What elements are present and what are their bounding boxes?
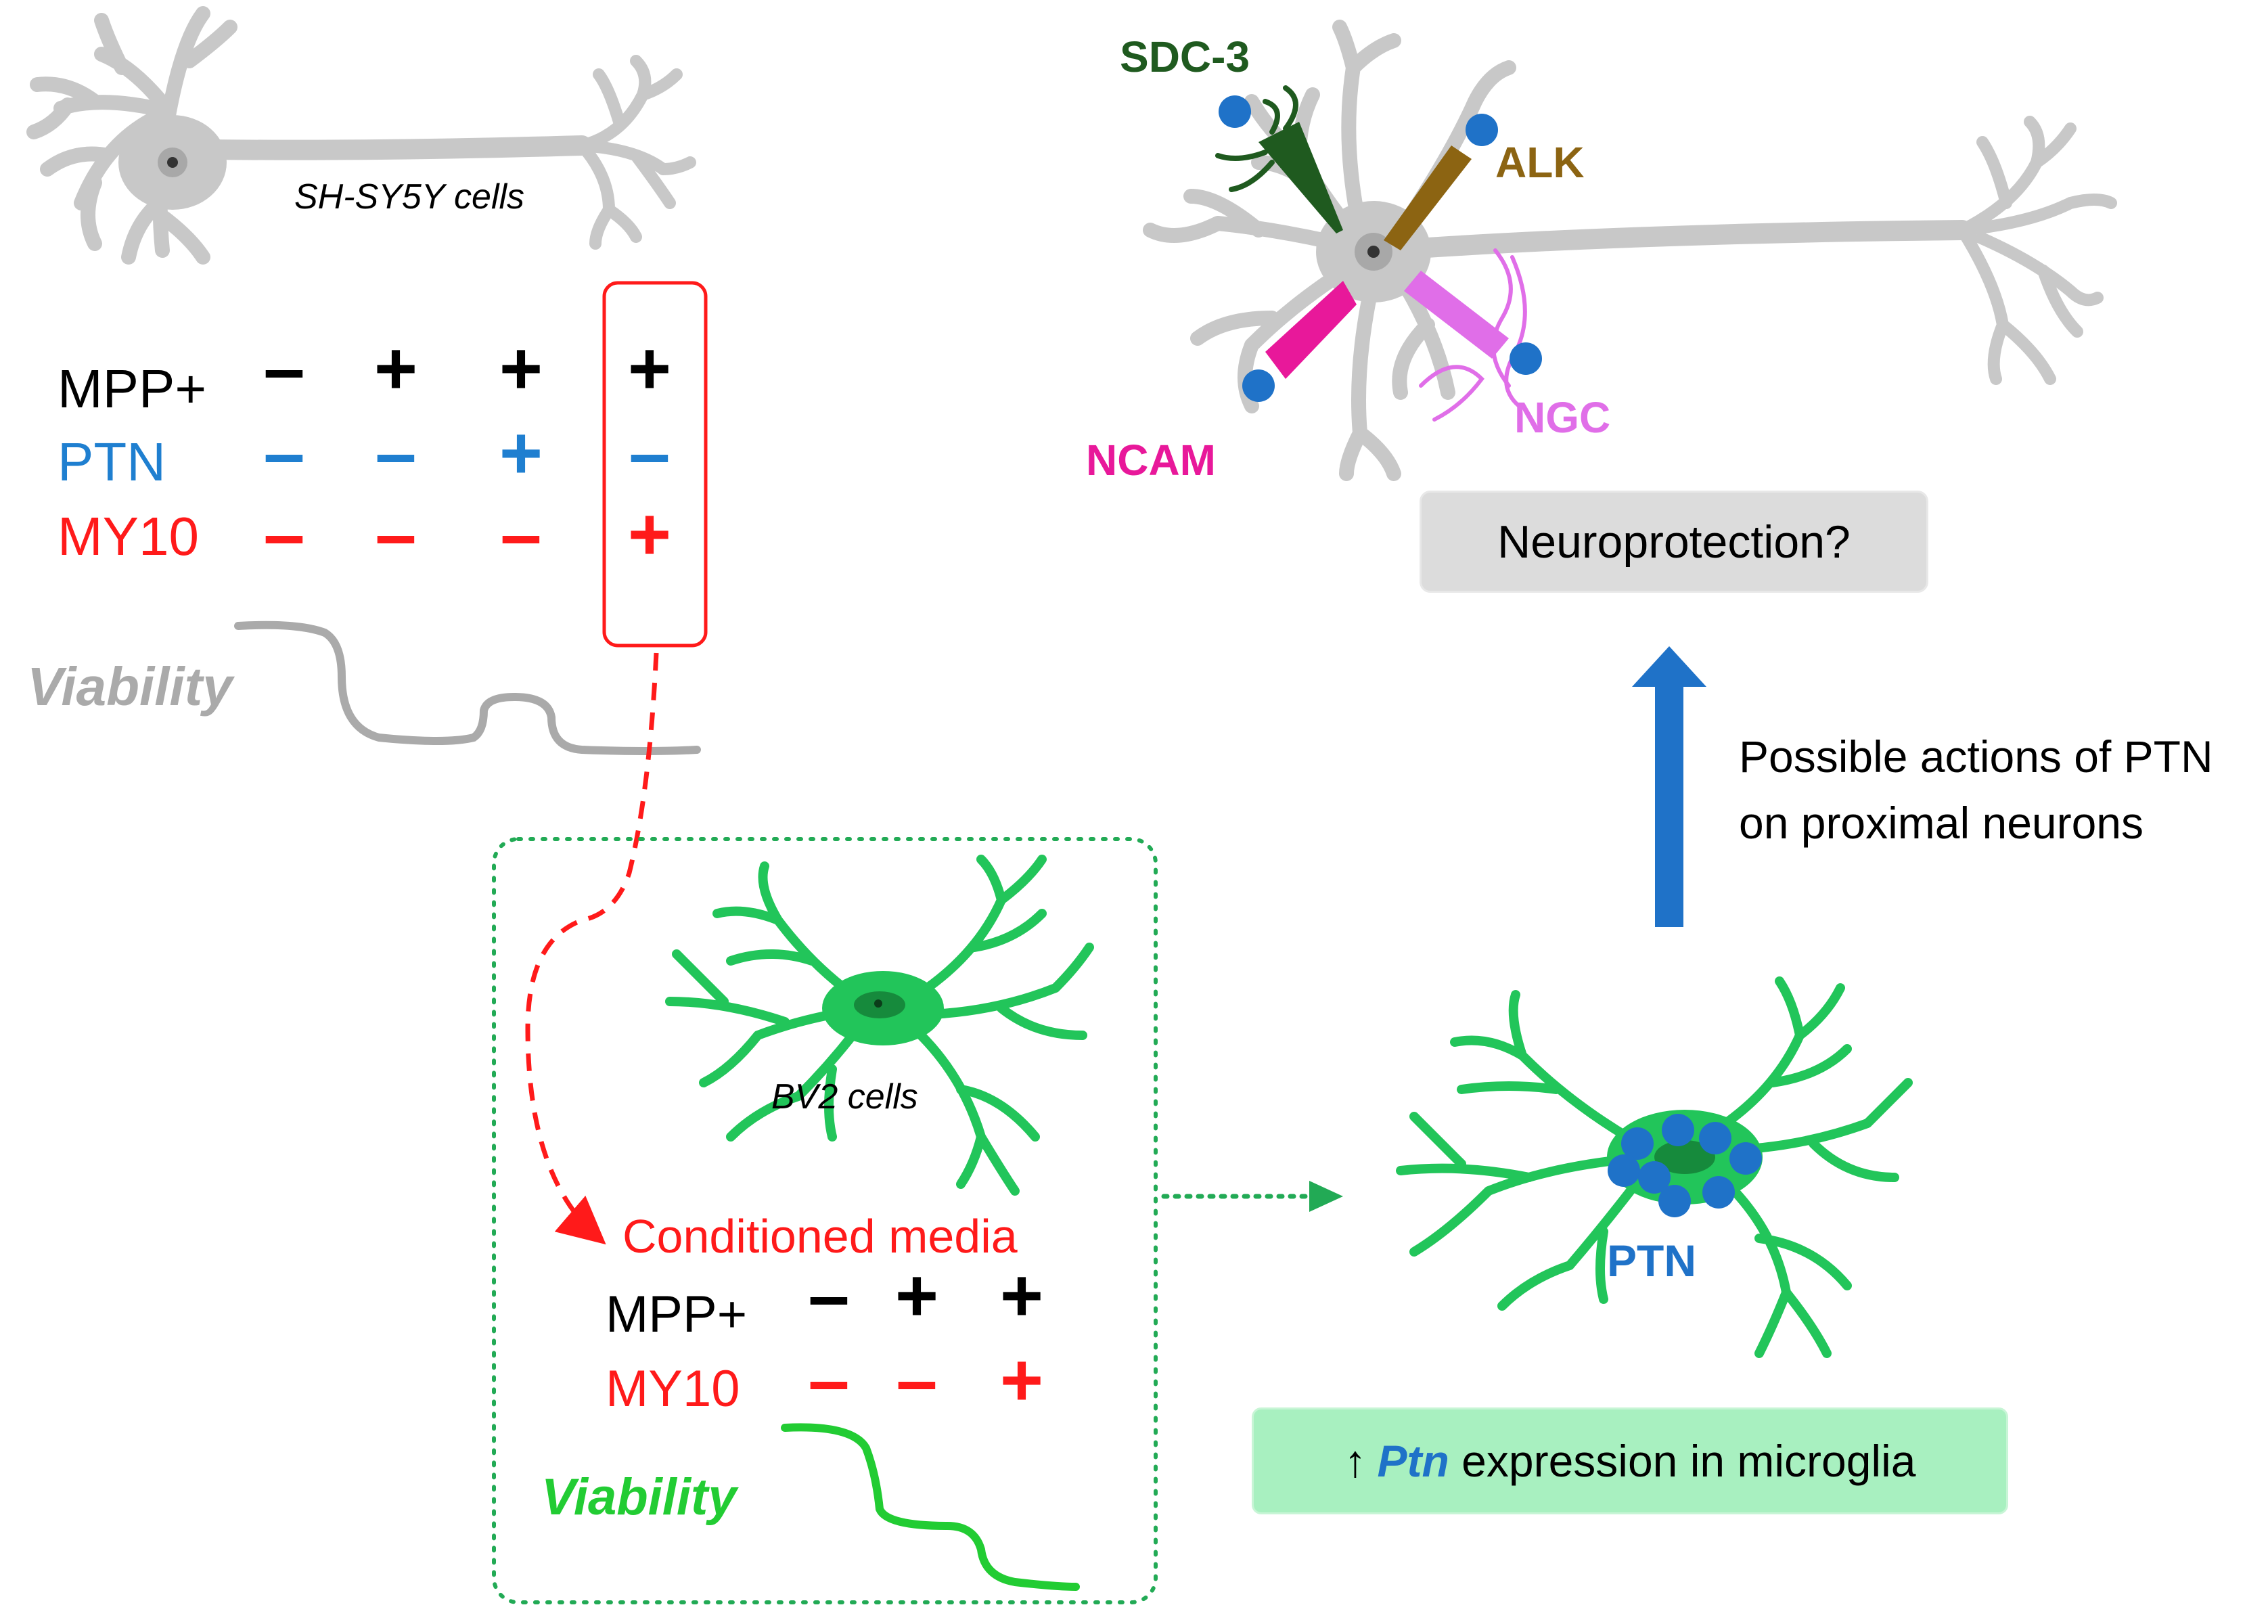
ncam-label: NCAM (1086, 436, 1216, 484)
sh-my10-sign-4: + (627, 493, 672, 576)
bv2-my10-sign-2: – (896, 1338, 938, 1422)
bv2-my10-sign-3: + (999, 1338, 1044, 1422)
bv2-viability-curve (781, 1423, 1080, 1591)
conditioned-media-red-arrow (525, 652, 659, 1245)
sh-ptn-sign-4: – (629, 411, 671, 495)
sh-my10-sign-3: – (500, 493, 542, 576)
ptn-dots (1608, 1114, 1762, 1217)
sh-ptn-sign-3: + (499, 411, 543, 495)
bv2-row-my10-label: MY10 (606, 1360, 740, 1418)
sh-sy5y-viability-curve (234, 621, 701, 755)
sdc3-receptor (1215, 85, 1343, 233)
bv2-row-mpp-label: MPP+ (606, 1286, 748, 1343)
sh-ptn-sign-2: – (375, 411, 417, 495)
ptn-label: PTN (1607, 1236, 1696, 1286)
bv2-cells-label: BV2 cells (771, 1077, 918, 1116)
bv2-microglia-illustration (665, 855, 1094, 1196)
sh-my10-sign-1: – (263, 493, 305, 576)
bv2-mpp-sign-3: + (999, 1254, 1044, 1337)
sh-sy5y-neuron-illustration (26, 6, 696, 265)
ptn-expression-box: ↑ Ptn expression in microglia (1252, 1407, 2008, 1514)
conditioned-media-label: Conditioned media (622, 1210, 1018, 1263)
sh-row-ptn-label: PTN (58, 432, 166, 492)
ngc-receptor (1404, 248, 1542, 422)
sh-viability-label: Viability (27, 656, 233, 717)
possible-actions-line-2: on proximal neurons (1739, 798, 2144, 848)
bv2-panel-frame (492, 837, 1158, 1604)
sh-mpp-sign-2: + (373, 327, 418, 410)
possible-actions-line-1: Possible actions of PTN (1739, 731, 2213, 782)
highlight-column-box (602, 281, 708, 648)
sh-my10-sign-2: – (375, 493, 417, 576)
neuroprotection-arrow (1632, 646, 1706, 927)
up-arrow-icon: ↑ (1344, 1436, 1367, 1486)
sh-mpp-sign-1: – (263, 327, 305, 410)
neuroprotection-box: Neuroprotection? (1420, 491, 1928, 593)
bv2-to-microglia-arrow (1161, 1181, 1343, 1212)
sdc3-label: SDC-3 (1120, 32, 1250, 81)
sh-row-mpp-label: MPP+ (58, 359, 207, 419)
bv2-mpp-sign-1: – (808, 1254, 850, 1337)
expression-text: expression in microglia (1449, 1436, 1916, 1486)
bv2-my10-sign-1: – (808, 1338, 850, 1422)
ptn-gene-label: Ptn (1377, 1436, 1449, 1486)
alk-receptor (1384, 114, 1498, 250)
sh-row-my10-label: MY10 (58, 506, 199, 566)
sh-sy5y-cells-label: SH-SY5Y cells (294, 177, 525, 217)
ncam-receptor (1242, 281, 1357, 402)
bv2-viability-label: Viability (541, 1468, 737, 1526)
sh-mpp-sign-3: + (499, 327, 543, 410)
ngc-label: NGC (1514, 393, 1611, 442)
sh-ptn-sign-1: – (263, 411, 305, 495)
alk-label: ALK (1495, 138, 1585, 187)
bv2-mpp-sign-2: + (894, 1254, 939, 1337)
sh-mpp-sign-4: + (627, 327, 672, 410)
